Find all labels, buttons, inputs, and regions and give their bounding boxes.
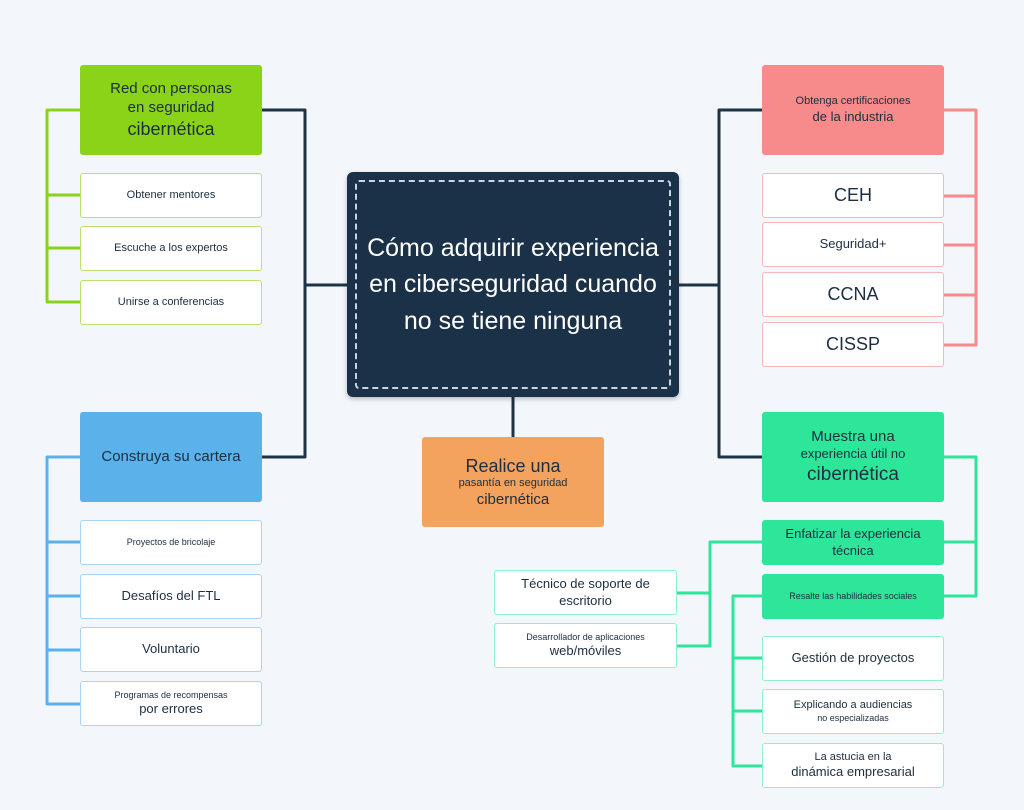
soft-item-project-management[interactable]: Gestión de proyectos [762,636,944,681]
app-developer-line2: web/móviles [549,643,622,658]
link-soft-items [731,594,762,768]
show-title-line2: experiencia útil no [800,446,906,462]
tech-item-desktop-support[interactable]: Técnico de soporte de escritorio [494,570,677,615]
network-title-line1: Red con personas [110,80,232,97]
link-network-items [45,108,80,304]
network-item-experts[interactable]: Escuche a los expertos [80,226,262,271]
soft-item-explaining[interactable]: Explicando a audiencias no especializada… [762,689,944,734]
network-title-line2: en seguridad [127,98,215,116]
certs-title-line2: de la industria [812,108,894,124]
internship-line2: pasantía en seguridad [458,477,568,489]
link-portfolio-items [45,455,80,706]
portfolio-item-ctf[interactable]: Desafíos del FTL [80,574,262,619]
cert-item-ccna[interactable]: CCNA [762,272,944,317]
highlight-soft-skills-node[interactable]: Resalte las habilidades sociales [762,574,944,619]
bug-bounty-line2: por errores [139,701,203,716]
central-topic-node[interactable]: Cómo adquirir experiencia en ciberseguri… [347,172,679,397]
business-acumen-line2: dinámica empresarial [791,764,915,780]
portfolio-topic-node[interactable]: Construya su cartera [80,412,262,502]
central-topic-title: Cómo adquirir experiencia en ciberseguri… [355,180,671,389]
emphasize-technical-node[interactable]: Enfatizar la experiencia técnica [762,520,944,565]
soft-item-business-acumen[interactable]: La astucia en la dinámica empresarial [762,743,944,788]
network-item-mentors[interactable]: Obtener mentores [80,173,262,218]
explaining-line1: Explicando a audiencias [793,699,913,711]
internship-line1: Realice una [465,455,561,476]
network-title-line3: cibernética [127,118,215,139]
portfolio-item-bug-bounty[interactable]: Programas de recompensas por errores [80,681,262,726]
internship-topic-node[interactable]: Realice una pasantía en seguridad cibern… [422,437,604,527]
certs-title-line1: Obtenga certificaciones [795,95,911,107]
portfolio-title: Construya su cartera [101,447,241,465]
link-show-subs [944,455,978,598]
link-center-certs [679,108,762,287]
certs-topic-node[interactable]: Obtenga certificaciones de la industria [762,65,944,155]
internship-line3: cibernética [476,490,550,508]
link-certs-items [944,108,978,347]
bug-bounty-line1: Programas de recompensas [114,689,228,700]
show-title-line3: cibernética [807,463,899,485]
link-center-network [262,108,347,287]
show-topic-node[interactable]: Muestra una experiencia útil no cibernét… [762,412,944,502]
portfolio-item-volunteer[interactable]: Voluntario [80,627,262,672]
business-acumen-line1: La astucia en la [814,750,892,763]
app-developer-line1: Desarrollador de aplicaciones [526,631,645,642]
cert-item-cissp[interactable]: CISSP [762,322,944,367]
link-center-portfolio [262,285,307,459]
explaining-line2: no especializadas [817,712,889,723]
portfolio-item-diy[interactable]: Proyectos de bricolaje [80,520,262,565]
network-item-conferences[interactable]: Unirse a conferencias [80,280,262,325]
cert-item-ceh[interactable]: CEH [762,173,944,218]
show-title-line1: Muestra una [811,427,895,445]
link-tech-items [677,540,762,648]
tech-item-app-developer[interactable]: Desarrollador de aplicaciones web/móvile… [494,623,677,668]
cert-item-security-plus[interactable]: Seguridad+ [762,222,944,267]
link-center-show [717,285,762,459]
network-topic-node[interactable]: Red con personas en seguridad cibernétic… [80,65,262,155]
